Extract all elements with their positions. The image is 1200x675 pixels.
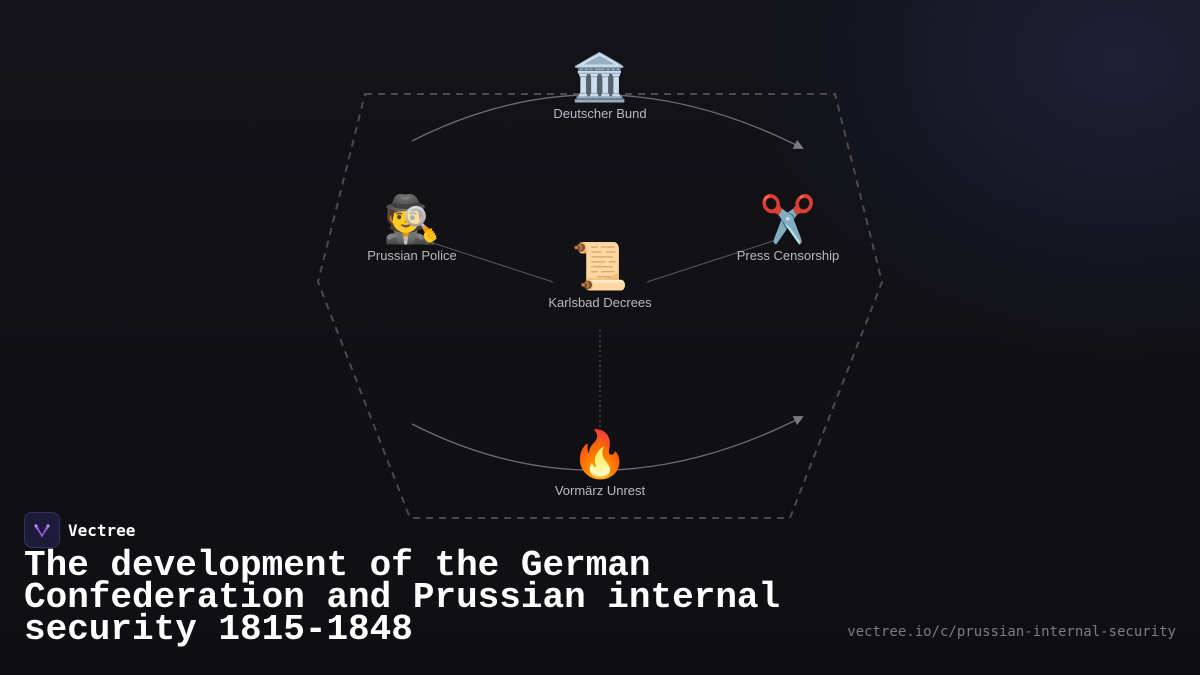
fire-icon: 🔥 bbox=[571, 427, 629, 481]
scissors-icon: ✂️ bbox=[759, 192, 817, 246]
node-label: Vormärz Unrest bbox=[554, 483, 646, 498]
node-vormarz-unrest: 🔥 Vormärz Unrest bbox=[510, 427, 690, 498]
page-title: The development of the German Confederat… bbox=[24, 545, 781, 650]
node-label: Deutscher Bund bbox=[553, 106, 647, 121]
arc-top-connector bbox=[411, 94, 804, 149]
arc-bottom-connector bbox=[411, 416, 804, 471]
brand: Vectree bbox=[24, 512, 135, 548]
scroll-icon: 📜 bbox=[571, 239, 629, 293]
hexagon-outline bbox=[316, 93, 884, 519]
brand-name: Vectree bbox=[68, 520, 136, 540]
node-label: Karlsbad Decrees bbox=[548, 295, 652, 310]
vectree-logo-icon bbox=[24, 512, 60, 548]
connector-decrees-censorship bbox=[646, 239, 777, 283]
connector-police-decrees bbox=[429, 241, 554, 283]
detective-icon: 🕵️ bbox=[383, 192, 441, 246]
node-press-censorship: ✂️ Press Censorship bbox=[698, 192, 878, 263]
node-label: Prussian Police bbox=[367, 248, 457, 263]
classical-building-icon: 🏛️ bbox=[571, 50, 629, 104]
source-url: vectree.io/c/prussian-internal-security bbox=[847, 624, 1176, 640]
node-prussian-police: 🕵️ Prussian Police bbox=[322, 192, 502, 263]
node-deutscher-bund: 🏛️ Deutscher Bund bbox=[510, 50, 690, 121]
node-label: Press Censorship bbox=[736, 248, 840, 263]
node-karlsbad-decrees: 📜 Karlsbad Decrees bbox=[510, 239, 690, 310]
